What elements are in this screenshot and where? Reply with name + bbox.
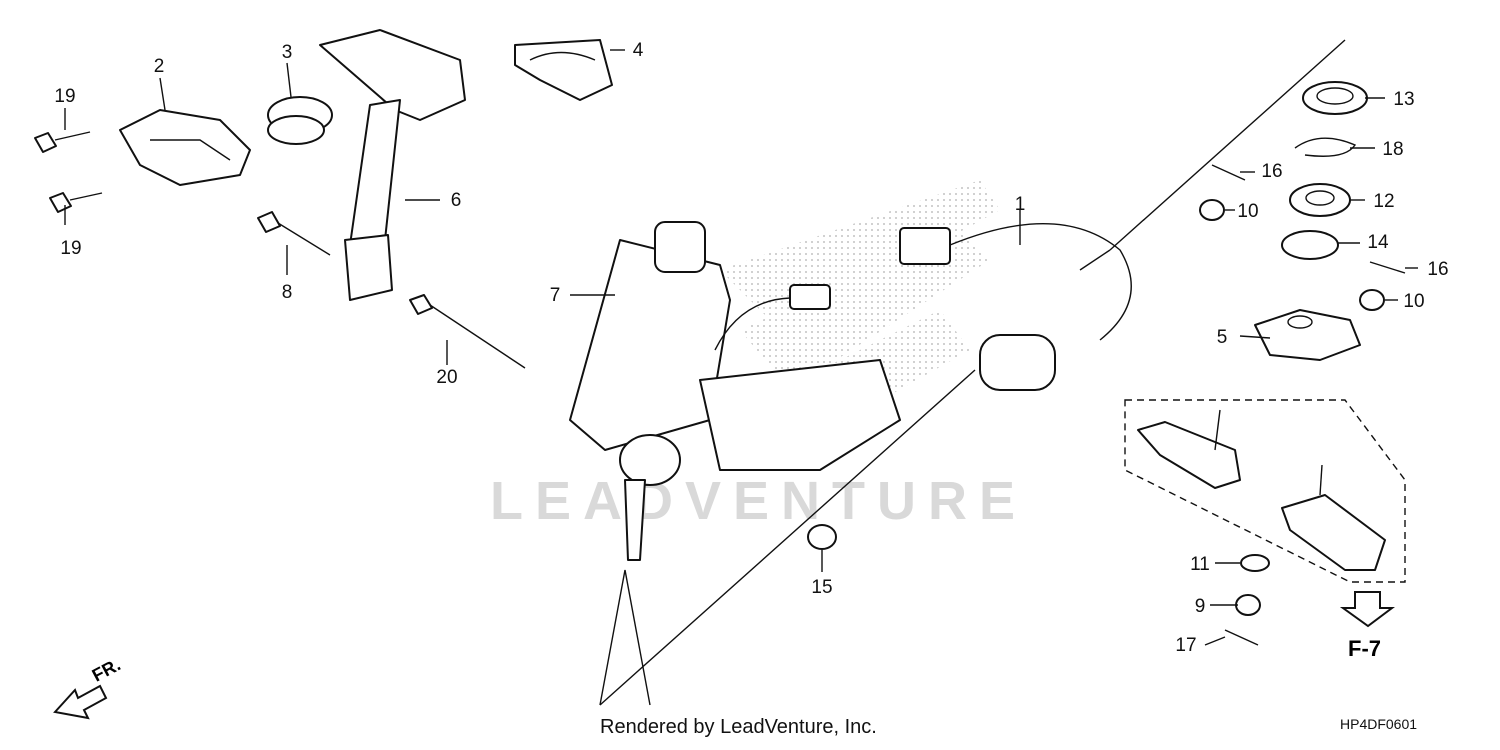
reference-label: F-7	[1348, 636, 1381, 661]
callout-19-upper: 19	[54, 86, 75, 107]
callout-10-lower: 10	[1403, 291, 1424, 312]
callout-12: 12	[1373, 191, 1394, 212]
callout-17: 17	[1175, 635, 1196, 656]
steering-column-part-6	[319, 29, 466, 301]
callout-16-lower: 16	[1427, 259, 1448, 280]
callout-16-upper: 16	[1261, 161, 1282, 182]
callout-10-upper: 10	[1237, 201, 1258, 222]
bolt-part-8	[257, 211, 331, 256]
callout-14: 14	[1367, 232, 1389, 253]
callout-5: 5	[1217, 327, 1228, 348]
bearing-part-12	[1289, 183, 1351, 217]
frame-line-upper-right	[1109, 39, 1346, 251]
seal-part-13	[1302, 81, 1368, 115]
nut-part-15	[807, 524, 837, 550]
callout-19-lower: 19	[60, 238, 81, 259]
watermark-text: LEADVENTURE	[490, 471, 1028, 531]
callout-2: 2	[154, 56, 165, 77]
cotter-pin-part-17	[1224, 629, 1259, 646]
callout-6: 6	[451, 190, 462, 211]
cotter-pin-part-16-upper	[1211, 164, 1246, 181]
bolt-part-20	[409, 294, 526, 369]
bracket-part-2	[119, 109, 251, 186]
bolt-part-19-upper	[34, 131, 91, 153]
nut-part-10-upper	[1199, 199, 1225, 221]
callout-3: 3	[282, 42, 293, 63]
callout-1: 1	[1015, 194, 1026, 215]
washer-part-11	[1240, 554, 1270, 572]
leader-lines	[64, 49, 1418, 646]
cotter-pin-part-16-lower	[1369, 261, 1406, 274]
tie-rod-end-left	[1137, 409, 1241, 489]
grommet-part-3	[267, 96, 333, 145]
callout-13: 13	[1393, 89, 1414, 110]
render-credit: Rendered by LeadVenture, Inc.	[600, 716, 877, 738]
callout-7: 7	[550, 285, 561, 306]
nut-part-9	[1235, 594, 1261, 616]
tie-rod-end-reference-box	[1124, 399, 1406, 583]
callout-15: 15	[811, 577, 832, 598]
power-steering-unit-part-7	[569, 221, 901, 561]
callout-9: 9	[1195, 596, 1206, 617]
callout-11: 11	[1190, 554, 1210, 575]
frame-line-cable	[1079, 249, 1111, 271]
callout-4: 4	[633, 40, 644, 61]
callout-8: 8	[282, 282, 293, 303]
nut-part-10-lower	[1359, 289, 1385, 311]
seal-part-14	[1281, 230, 1339, 260]
tie-rod-end-right	[1281, 464, 1386, 571]
bolt-part-19-lower	[49, 192, 103, 213]
reference-down-arrow-icon	[1339, 591, 1395, 628]
front-direction-arrow-icon	[53, 684, 108, 720]
frame-line-lower-left	[599, 369, 976, 706]
diagram-code: HP4DF0601	[1340, 716, 1418, 732]
circlip-part-18	[1294, 137, 1357, 157]
callout-20: 20	[436, 367, 457, 388]
steering-arm-part-5	[1254, 309, 1361, 361]
clamp-part-4	[514, 39, 613, 101]
callout-18: 18	[1382, 139, 1403, 160]
harness-part-1	[714, 223, 1132, 391]
frame-line-shaft	[599, 569, 651, 706]
